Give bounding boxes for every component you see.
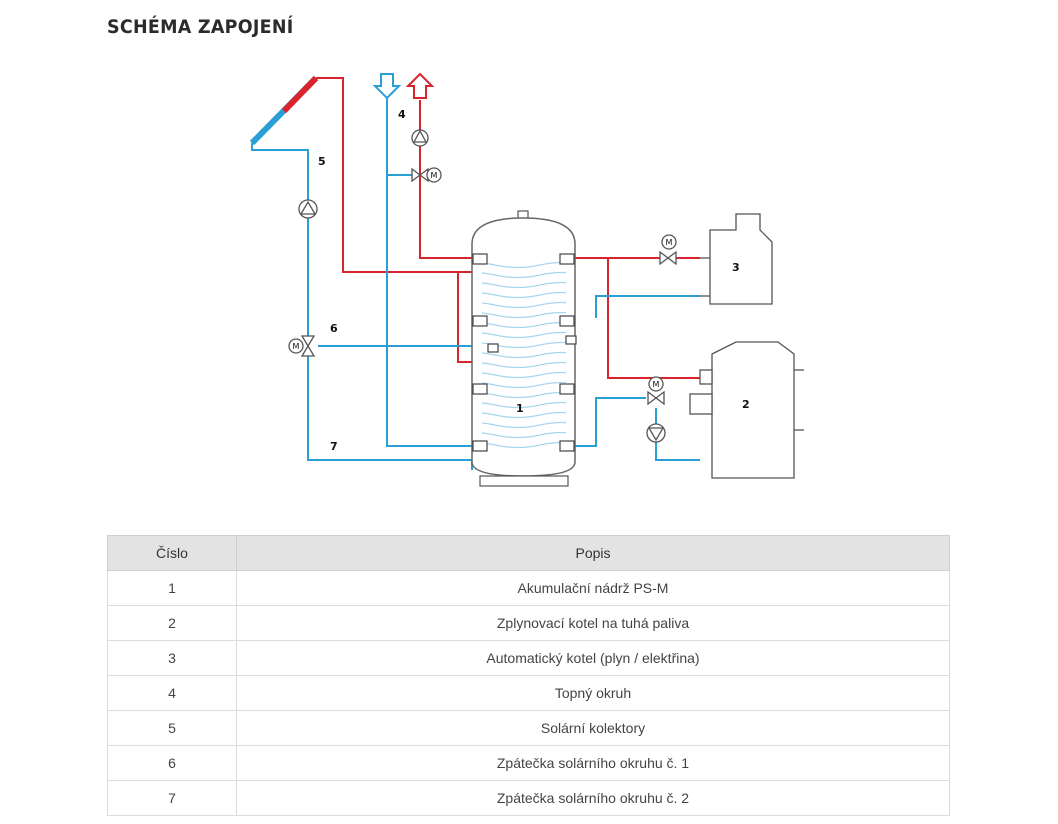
label-4: 4 xyxy=(398,108,406,121)
heating-circuit-return-arrow xyxy=(372,73,402,100)
accumulation-tank xyxy=(471,210,577,487)
page-title: SCHÉMA ZAPOJENÍ xyxy=(107,16,294,38)
motor-symbol: M xyxy=(293,342,300,351)
row-number: 6 xyxy=(107,745,237,781)
row-description: Solární kolektory xyxy=(236,710,950,746)
motor-symbol: M xyxy=(666,238,673,247)
heating-schematic-diagram: M M M M 1 2 3 4 5 6 7 xyxy=(249,72,804,487)
row-number: 1 xyxy=(107,570,237,606)
row-number: 2 xyxy=(107,605,237,641)
column-header-description: Popis xyxy=(236,535,950,571)
heating-circuit-supply-arrow xyxy=(405,72,435,99)
solid-fuel-boiler xyxy=(689,341,804,479)
label-7: 7 xyxy=(330,440,338,453)
pump-icon xyxy=(298,129,666,443)
solar-collector xyxy=(249,75,319,146)
column-header-number: Číslo xyxy=(107,535,237,571)
row-number: 5 xyxy=(107,710,237,746)
row-number: 4 xyxy=(107,675,237,711)
row-number: 7 xyxy=(107,780,237,816)
automatic-boiler xyxy=(700,213,773,305)
row-description: Akumulační nádrž PS-M xyxy=(236,570,950,606)
label-3: 3 xyxy=(732,261,740,274)
row-description: Topný okruh xyxy=(236,675,950,711)
row-description: Zplynovací kotel na tuhá paliva xyxy=(236,605,950,641)
label-2: 2 xyxy=(742,398,750,411)
label-6: 6 xyxy=(330,322,338,335)
motor-symbol: M xyxy=(431,171,438,180)
label-5: 5 xyxy=(318,155,326,168)
row-number: 3 xyxy=(107,640,237,676)
motor-symbol: M xyxy=(653,380,660,389)
label-1: 1 xyxy=(516,402,524,415)
row-description: Automatický kotel (plyn / elektřina) xyxy=(236,640,950,676)
table-header-row: Číslo Popis xyxy=(107,535,950,571)
row-description: Zpátečka solárního okruhu č. 1 xyxy=(236,745,950,781)
row-description: Zpátečka solárního okruhu č. 2 xyxy=(236,780,950,816)
motorized-valve-icon xyxy=(288,167,677,406)
